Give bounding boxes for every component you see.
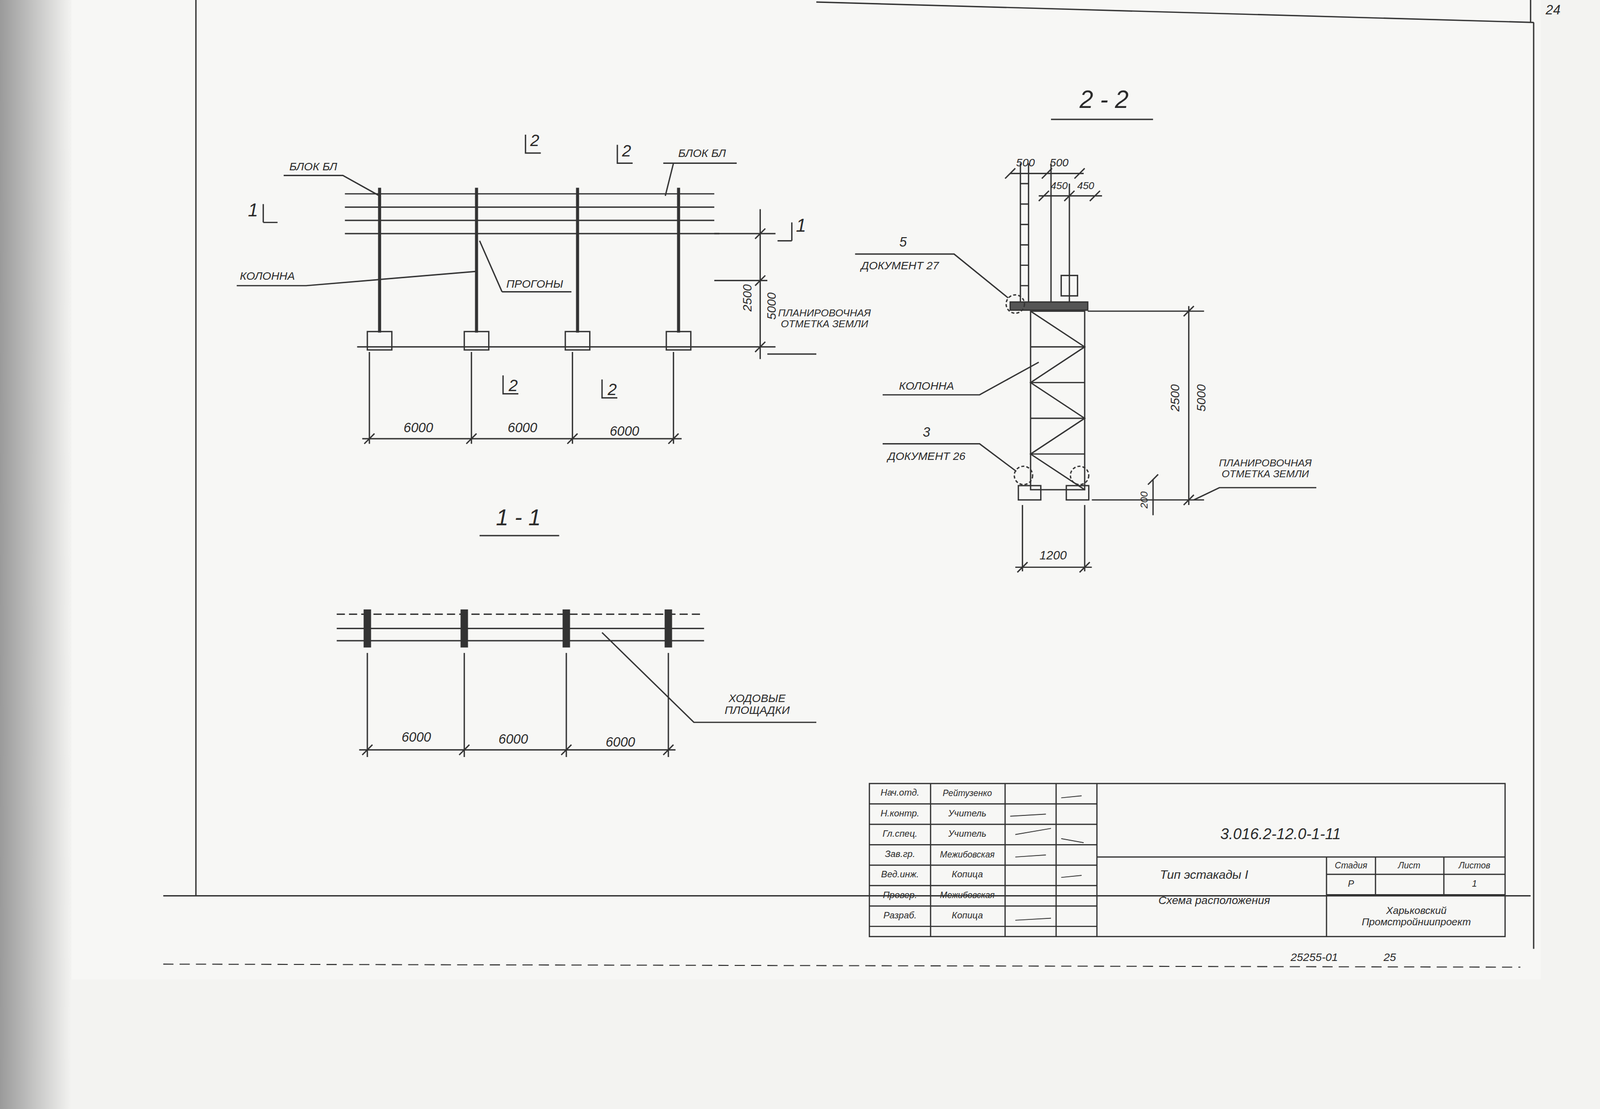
section-title: 1 - 1 <box>496 505 542 531</box>
dimension: 6000 <box>498 732 529 747</box>
section-mark: 2 <box>530 131 540 150</box>
table-cell: 1 <box>1471 879 1477 890</box>
drawing-code: 3.016.2-12.0-1-11 <box>1220 826 1342 844</box>
part-name: ПРОГОНЫ <box>506 277 564 290</box>
dimension: 1200 <box>1039 549 1067 563</box>
section-mark: 1 <box>248 200 259 222</box>
part-name: ХОДОВЫЕ ПЛОЩАДКИ <box>700 691 815 717</box>
part-name: БЛОК БЛ <box>678 147 726 160</box>
document-ref: ДОКУМЕНТ 27 <box>860 258 939 272</box>
table-cell: Копица <box>951 910 984 921</box>
table-cell: Учитель <box>948 829 987 840</box>
section-mark: 1 <box>796 216 807 237</box>
dimension: 5000 <box>1195 384 1209 412</box>
table-cell: Межибовская <box>940 891 995 901</box>
dimension: 500 <box>1016 155 1036 169</box>
dimension: 450 <box>1050 180 1068 192</box>
drawing-title: Тип эстакады I <box>1159 868 1249 882</box>
dimension: 6000 <box>401 730 432 745</box>
sheet-frame <box>163 0 1534 968</box>
callout-number: 3 <box>922 425 931 440</box>
organization: Харьковский Промстройниипроект <box>1330 904 1502 928</box>
dimension: 6000 <box>403 421 434 436</box>
section-mark: 2 <box>508 376 518 395</box>
dimension: 2500 <box>741 284 755 312</box>
part-name: БЛОК БЛ <box>289 159 338 173</box>
table-cell: Учитель <box>948 808 987 819</box>
table-cell: Межибовская <box>940 850 995 860</box>
dimension: 5000 <box>765 292 780 320</box>
section-2-2 <box>854 119 1317 573</box>
part-name: КОЛОННА <box>899 379 954 392</box>
table-cell: Гл.спец. <box>882 829 918 840</box>
table-cell: Разраб. <box>883 910 917 921</box>
table-cell: Провер. <box>882 890 917 901</box>
section-mark: 2 <box>607 380 617 399</box>
table-cell: Н.контр. <box>880 808 920 819</box>
part-name: КОЛОННА <box>240 269 296 282</box>
section-title: 2 - 2 <box>1079 86 1129 114</box>
table-cell: Листов <box>1458 861 1491 871</box>
dimension: 2500 <box>1168 384 1183 412</box>
drawing-title: Схема расположения <box>1158 893 1271 906</box>
table-cell: Рейтузенко <box>942 789 992 799</box>
dimension: 6000 <box>507 421 538 436</box>
dimension: 500 <box>1050 155 1069 169</box>
note: ПЛАНИРОВОЧНАЯ ОТМЕТКА ЗЕМЛИ <box>773 306 876 330</box>
section-mark: 2 <box>621 142 631 160</box>
elevation-view <box>236 134 817 444</box>
table-cell: Копица <box>951 870 984 881</box>
document-ref: ДОКУМЕНТ 26 <box>887 450 966 463</box>
section-1-1-plan <box>336 535 817 757</box>
table-cell: Стадия <box>1334 861 1368 871</box>
table-cell: Лист <box>1398 861 1421 871</box>
table-cell: Р <box>1348 879 1354 890</box>
callout-number: 5 <box>899 235 907 250</box>
dimension: 200 <box>1138 491 1150 509</box>
dimension: 6000 <box>605 735 636 750</box>
archive-number: 25 <box>1383 950 1397 963</box>
dimension: 450 <box>1077 180 1095 192</box>
title-block <box>869 783 1505 937</box>
table-cell: Нач.отд. <box>880 788 920 799</box>
table-cell: Вед.инж. <box>881 870 919 881</box>
table-cell: Зав.гр. <box>884 850 915 860</box>
paper-shadow <box>0 0 72 1109</box>
note: ПЛАНИРОВОЧНАЯ ОТМЕТКА ЗЕМЛИ <box>1209 456 1322 480</box>
archive-number: 25255-01 <box>1290 950 1339 963</box>
dimension: 6000 <box>609 424 640 439</box>
sheet-number: 24 <box>1545 2 1561 18</box>
paper <box>71 0 1541 980</box>
